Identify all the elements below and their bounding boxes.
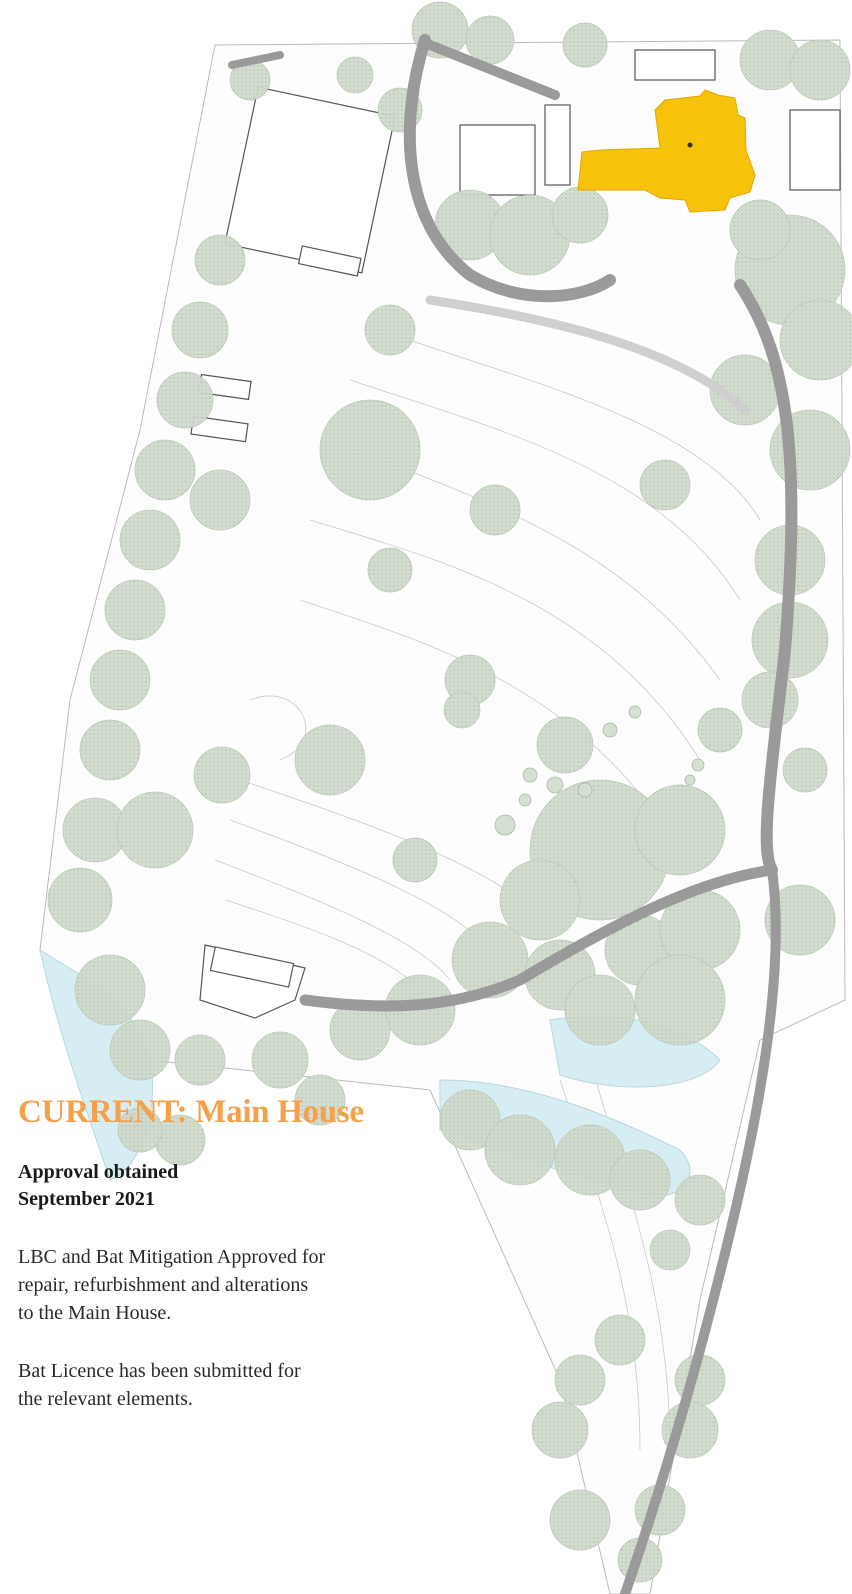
shrubs: [494, 705, 705, 836]
info-panel: CURRENT: Main House Approval obtained Se…: [18, 1096, 438, 1413]
driveways: [228, 34, 798, 1594]
approval-status-line: Approval obtained: [18, 1161, 179, 1183]
approval-description: LBC and Bat Mitigation Approved for repa…: [18, 1246, 326, 1324]
page-heading: CURRENT: Main House: [18, 1094, 364, 1130]
approval-status: Approval obtained September 2021: [18, 1159, 438, 1213]
approval-date-line: September 2021: [18, 1188, 155, 1210]
site-structures: [190, 49, 841, 1019]
main-house-footprint: [577, 89, 756, 213]
licence-description: Bat Licence has been submitted for the r…: [18, 1360, 301, 1410]
main-house-marker: [687, 142, 693, 148]
